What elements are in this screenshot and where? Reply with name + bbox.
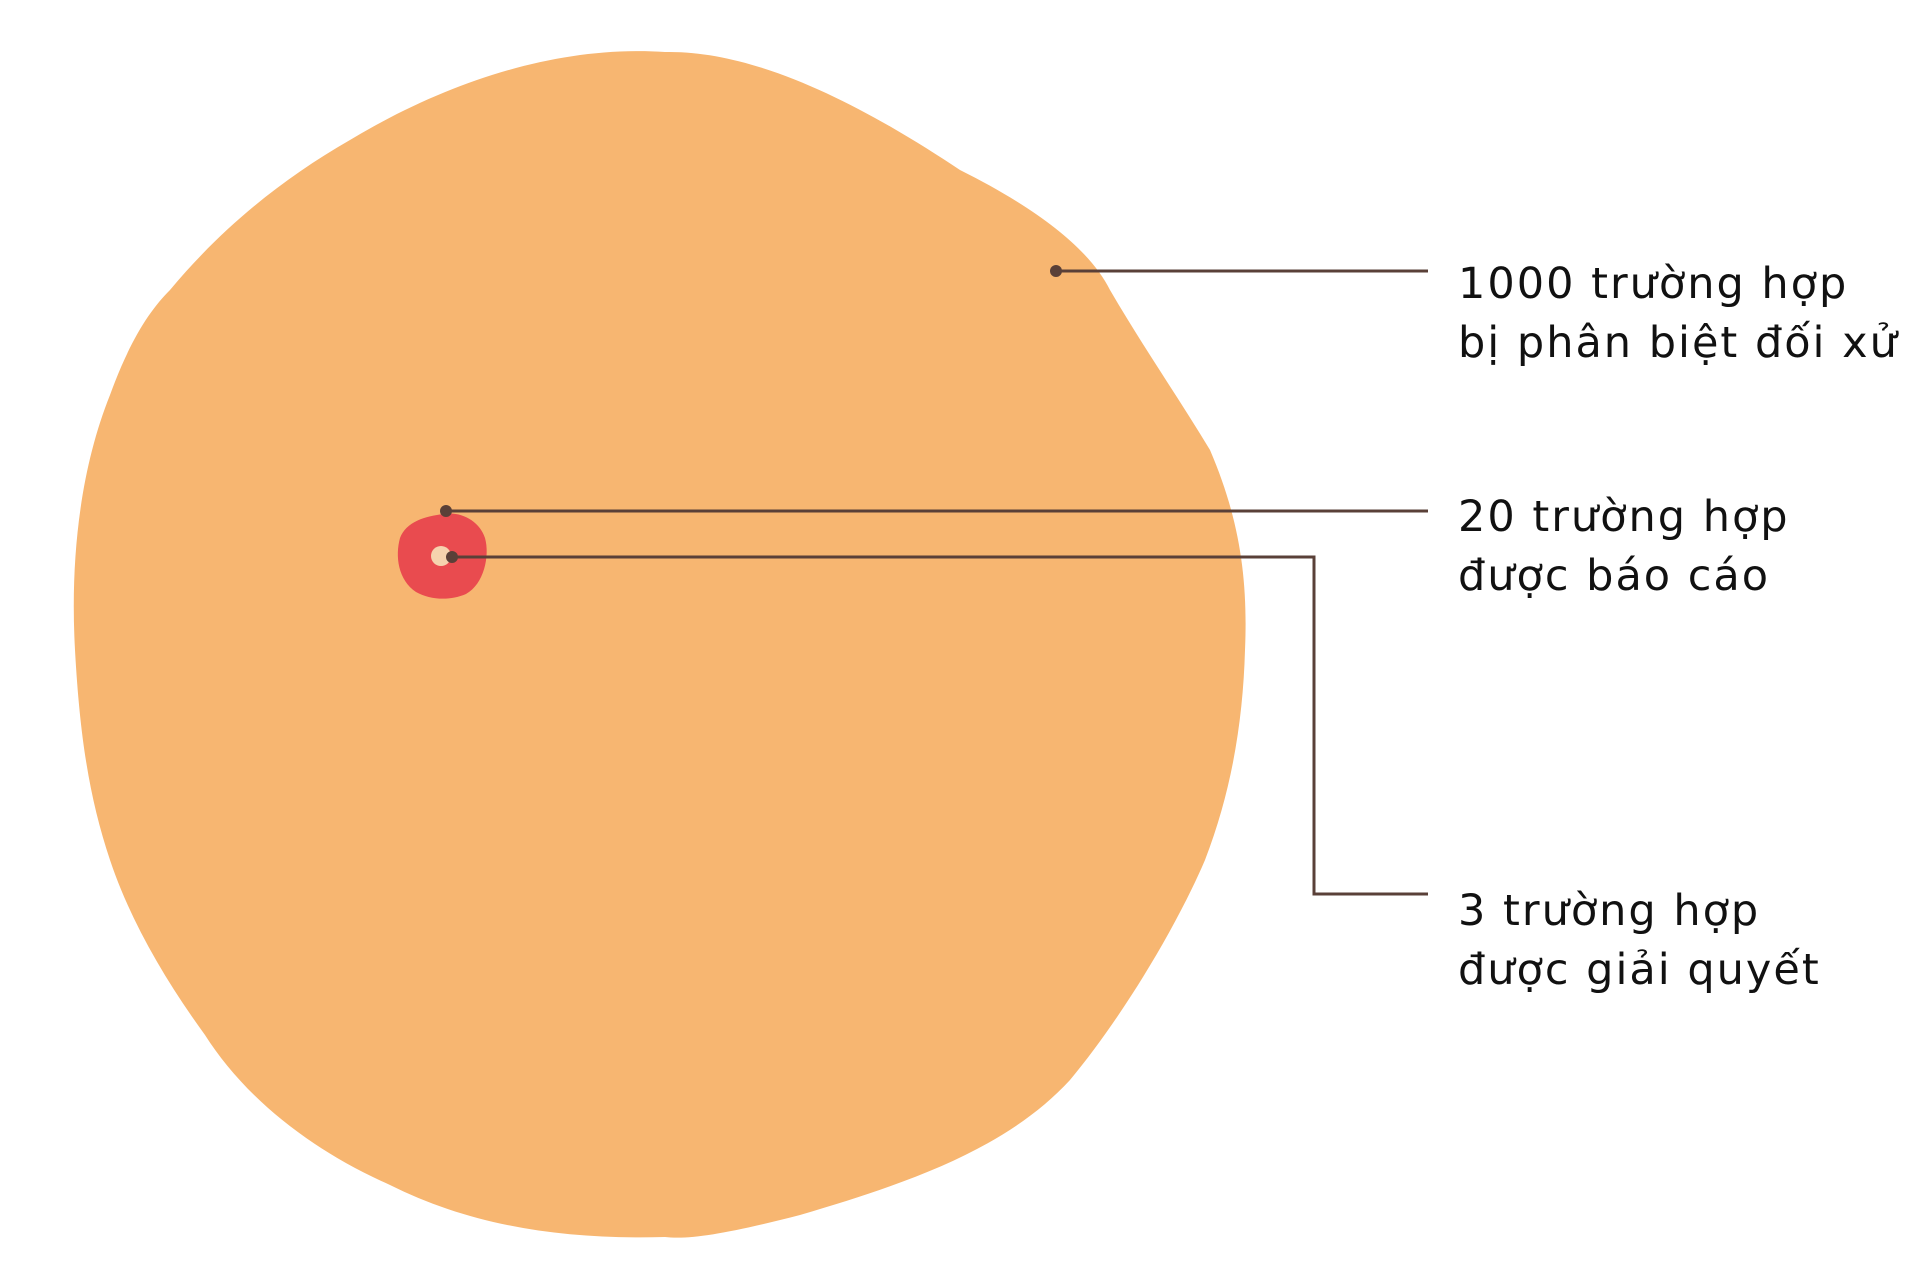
all-cases-blob	[73, 51, 1246, 1238]
label-reported-line1: 20 trường hợp	[1458, 492, 1790, 542]
anchor-dot-reported	[440, 505, 452, 517]
leader-line-resolved	[452, 555, 1428, 896]
resolved-dot	[431, 546, 451, 566]
label-all-cases-line2: bị phân biệt đối xử	[1458, 318, 1899, 368]
anchor-dot-resolved	[446, 551, 458, 563]
label-resolved-line1: 3 trường hợp	[1458, 886, 1761, 936]
label-all-cases-line1: 1000 trường hợp	[1458, 259, 1849, 309]
label-reported-line2: được báo cáo	[1458, 551, 1771, 601]
anchor-dot-all	[1050, 265, 1062, 277]
label-reported-cases: 20 trường hợp được báo cáo	[1458, 488, 1790, 606]
label-all-cases: 1000 trường hợp bị phân biệt đối xử	[1458, 255, 1899, 373]
label-resolved-line2: được giải quyết	[1458, 945, 1821, 995]
label-resolved-cases: 3 trường hợp được giải quyết	[1458, 882, 1821, 1000]
